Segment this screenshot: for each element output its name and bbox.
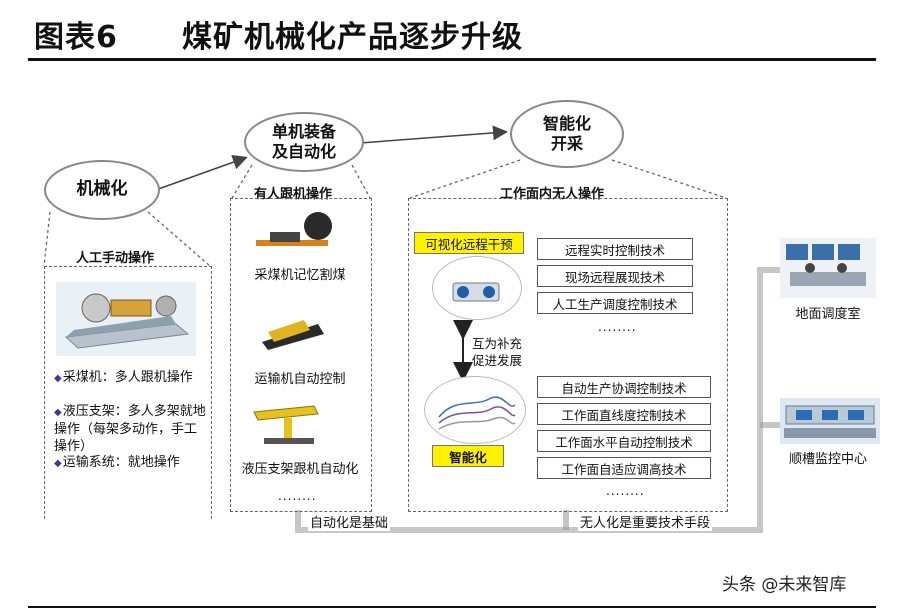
complement-line2: 促进发展 bbox=[472, 353, 523, 368]
panel-unmanned bbox=[408, 198, 728, 512]
bottom-right-label: 无人化是重要技术手段 bbox=[578, 512, 713, 531]
dispatch-room-illustration bbox=[780, 238, 876, 298]
panel-manual bbox=[44, 266, 212, 519]
figure-caption: 煤矿机械化产品逐步升级 bbox=[182, 20, 523, 55]
intel-box: 智能化 bbox=[432, 445, 504, 467]
panel-manual-label: 人工手动操作 bbox=[76, 251, 155, 266]
stage-single-machine: 单机装备 及自动化 bbox=[244, 112, 364, 172]
bottom-left-label: 自动化是基础 bbox=[308, 512, 391, 531]
stage-single-line1: 单机装备 bbox=[271, 122, 336, 141]
manned-item-3: 液压支架跟机自动化 bbox=[241, 462, 359, 477]
panel-manned bbox=[230, 198, 372, 512]
stage-mechanization-label: 机械化 bbox=[76, 179, 128, 200]
monitor-center-illustration bbox=[780, 398, 880, 444]
stage-intelligent: 智能化 开采 bbox=[510, 100, 624, 168]
bottom-rule bbox=[28, 606, 876, 608]
tech-top-ellipsis: ........ bbox=[598, 320, 637, 334]
tech-bottom-ellipsis: ........ bbox=[606, 484, 645, 498]
manual-bullet-2: ◆液压支架：多人多架就地操作（每架多动作，手工操作） bbox=[54, 404, 206, 454]
manned-item-1: 采煤机记忆割煤 bbox=[254, 268, 346, 283]
manual-bullet-1: ◆采煤机：多人跟机操作 bbox=[54, 370, 193, 385]
shearer-icon bbox=[256, 212, 332, 246]
figure-label: 图表6 bbox=[34, 20, 118, 55]
tech-top-1: 远程实时控制技术 bbox=[537, 238, 693, 260]
intel-bubble bbox=[424, 376, 526, 444]
visual-remote-box: 可视化远程干预 bbox=[414, 232, 524, 254]
watermark: 头条 @未来智库 bbox=[722, 575, 847, 595]
monitor-center-label: 顺槽监控中心 bbox=[788, 452, 867, 467]
tech-top-2: 现场远程展现技术 bbox=[537, 265, 693, 287]
stage-mechanization: 机械化 bbox=[44, 160, 160, 220]
manned-item-2: 运输机自动控制 bbox=[254, 372, 346, 387]
surface-plot-icon bbox=[438, 396, 516, 430]
complement-line1: 互为补充 bbox=[472, 336, 523, 351]
arrow-mech-to-single bbox=[149, 154, 248, 193]
figure-title: 图表6 煤矿机械化产品逐步升级 bbox=[34, 12, 523, 56]
manual-bullet-3: ◆运输系统：就地操作 bbox=[54, 455, 180, 470]
tech-bottom-1: 自动生产协调控制技术 bbox=[537, 376, 711, 398]
arrow-single-to-intel bbox=[359, 125, 508, 144]
dispatch-room-label: 地面调度室 bbox=[795, 307, 861, 322]
top-rule bbox=[28, 58, 876, 61]
hydraulic-support-icon bbox=[253, 405, 319, 444]
tech-bottom-2: 工作面直线度控制技术 bbox=[537, 403, 711, 425]
manned-ellipsis: ........ bbox=[278, 489, 317, 503]
tech-bottom-3: 工作面水平自动控制技术 bbox=[537, 430, 711, 452]
tech-bottom-4: 工作面自适应调高技术 bbox=[537, 457, 711, 479]
stage-intel-line2: 开采 bbox=[550, 134, 583, 153]
camera-icon bbox=[452, 282, 500, 302]
tech-top-3: 人工生产调度控制技术 bbox=[537, 292, 693, 314]
shearer-illustration bbox=[56, 282, 196, 356]
visual-remote-bubble bbox=[432, 256, 522, 320]
conveyor-icon bbox=[262, 320, 324, 350]
stage-single-line2: 及自动化 bbox=[271, 142, 336, 161]
stage-intel-line1: 智能化 bbox=[542, 114, 591, 133]
